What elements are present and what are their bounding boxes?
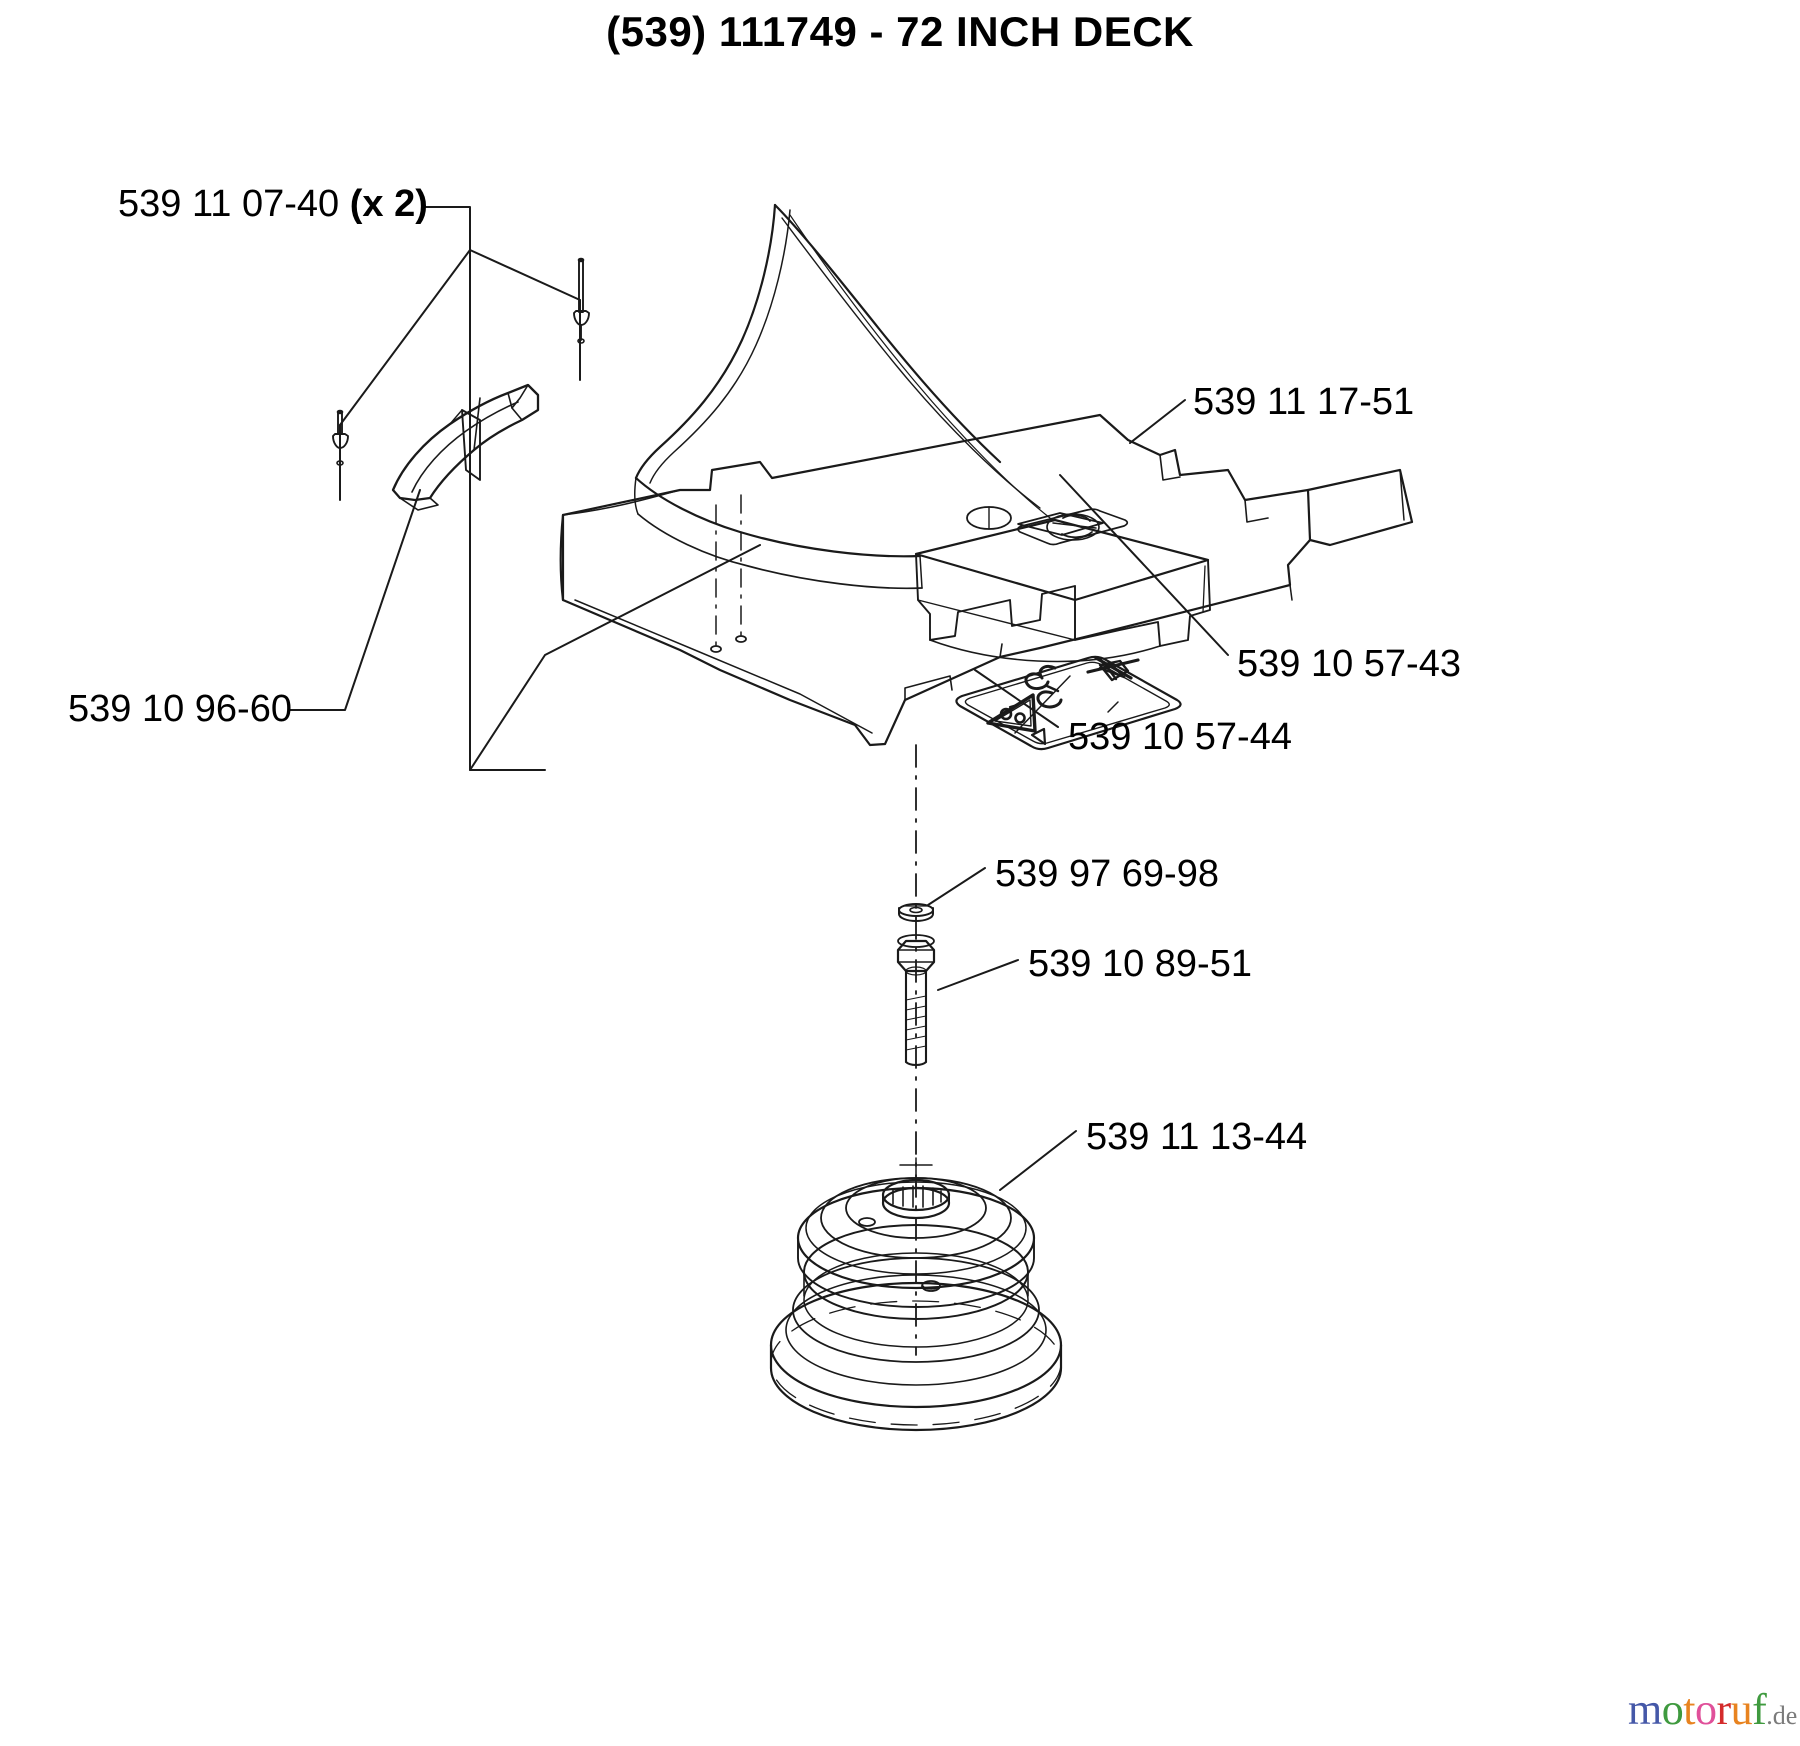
- logo-letter-r: r: [1716, 1685, 1731, 1734]
- hex-bolt-part: [896, 934, 936, 1067]
- callout-part-number: 539 10 57-43: [1237, 643, 1461, 685]
- logo-tld-suffix: .de: [1766, 1701, 1798, 1730]
- deck-mounting-holes: [710, 635, 747, 653]
- callout-part-number: 539 10 57-44: [1068, 716, 1292, 758]
- callout-part-number: 539 10 89-51: [1028, 943, 1252, 985]
- callout-539-11-07-40[interactable]: 539 11 07-40 (x 2): [118, 185, 428, 223]
- leader-lines: [289, 206, 1229, 1191]
- deck-shell-outline: [559, 413, 1414, 747]
- motoruf-watermark-logo: motoruf.de: [1628, 1688, 1797, 1732]
- logo-letter-f: f: [1752, 1685, 1767, 1734]
- callout-539-10-89-51[interactable]: 539 10 89-51: [1028, 945, 1252, 983]
- belt-guide-bracket: [391, 383, 540, 511]
- page-title: (539) 111749 - 72 INCH DECK: [606, 8, 1194, 55]
- spindle-housing-box: [914, 518, 1211, 663]
- callout-539-10-96-60[interactable]: 539 10 96-60: [68, 690, 292, 728]
- deck-discharge-hood: [633, 203, 1051, 590]
- drive-pulley-part: [769, 1157, 1063, 1432]
- warning-decal: [955, 655, 1182, 751]
- callout-part-number: 539 11 13-44: [1086, 1116, 1308, 1158]
- callout-quantity: (x 2): [349, 183, 428, 225]
- callout-539-10-57-43[interactable]: 539 10 57-43: [1237, 645, 1461, 683]
- callout-539-10-57-44[interactable]: 539 10 57-44: [1068, 718, 1292, 756]
- logo-letter-o1: o: [1661, 1685, 1684, 1734]
- callout-part-number: 539 10 96-60: [68, 688, 292, 730]
- callout-539-11-17-51[interactable]: 539 11 17-51: [1193, 383, 1414, 421]
- callout-539-97-69-98[interactable]: 539 97 69-98: [995, 855, 1219, 893]
- logo-letter-u: u: [1730, 1685, 1753, 1734]
- pin-fastener-upper: [573, 257, 590, 344]
- rotation-decal: [966, 506, 1129, 546]
- logo-letter-o2: o: [1694, 1685, 1717, 1734]
- pin-fastener-lower: [332, 409, 349, 466]
- callout-part-number: 539 11 17-51: [1193, 381, 1415, 423]
- deck-hole-center-lines: [715, 494, 742, 651]
- callout-539-11-13-44[interactable]: 539 11 13-44: [1086, 1118, 1307, 1156]
- callout-part-number: 539 97 69-98: [995, 853, 1219, 895]
- logo-letter-t: t: [1683, 1685, 1695, 1734]
- washer-part: [898, 903, 934, 922]
- logo-letter-m: m: [1628, 1685, 1662, 1734]
- callout-part-number: 539 11 07-40: [118, 183, 340, 225]
